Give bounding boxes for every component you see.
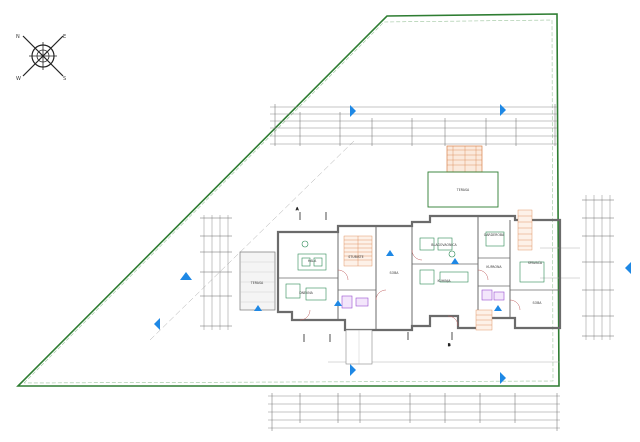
room-label-kitchen: KUHINJA: [437, 279, 451, 283]
furniture: [285, 231, 545, 301]
compass-n: N: [16, 34, 20, 40]
top-dimension-lines: [270, 104, 557, 146]
section-mark-a: A: [296, 207, 299, 211]
bathroom-fixtures: [341, 289, 505, 309]
room-label-hall: HALA: [308, 259, 317, 263]
room-label-center: SOBA: [390, 271, 400, 275]
room-terrace-north: TERASA: [456, 188, 470, 192]
room-label-stairs: STUBISTE: [348, 255, 363, 259]
room-label-wardrobe: GARDEROBA: [484, 233, 505, 237]
section-markers: [154, 104, 631, 384]
section-mark-b: B: [448, 343, 451, 347]
building-walls: [276, 214, 562, 332]
compass-e: E: [63, 34, 66, 40]
room-label-living: DNEVNA: [299, 291, 313, 295]
left-dimension-lines: [200, 215, 232, 330]
plot-boundary: [16, 13, 560, 387]
room-label-bath: KUPAONA: [486, 265, 502, 269]
right-dimension-lines: [582, 195, 614, 340]
section-cut-marks: A B: [296, 207, 453, 347]
level-markers: [254, 250, 502, 311]
west-terrace: TERASA: [239, 251, 276, 311]
room-label-office: SOBA: [533, 301, 543, 305]
room-label-dining: BLAGOVAONICA: [431, 243, 457, 247]
room-labels: HALA DNEVNA STUBISTE SOBA BLAGOVAONICA K…: [299, 233, 543, 305]
north-terrace: TERASA: [427, 145, 499, 208]
stairs: [343, 209, 533, 331]
entrance-path: [345, 329, 373, 365]
compass-s: S: [63, 76, 66, 82]
compass-w: W: [16, 76, 21, 82]
room-terrace-west: TERASA: [250, 281, 264, 285]
setback-line: [149, 139, 356, 341]
room-label-bedroom: SPAVAĆA: [528, 260, 543, 265]
compass-icon: N E W S: [16, 34, 66, 82]
bottom-dimension-lines: [268, 393, 560, 431]
doors: [299, 249, 521, 327]
